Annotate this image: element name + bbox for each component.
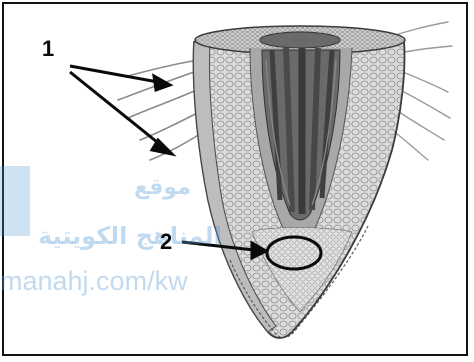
watermark-subtitle: المناهج الكويتية <box>38 222 222 250</box>
watermark-title: موقع <box>134 175 191 200</box>
pointer-arrows-1 <box>70 66 172 154</box>
watermark-url: manahj.com/kw <box>0 266 188 297</box>
label-1: 1 <box>42 36 54 62</box>
label-2: 2 <box>160 229 172 255</box>
